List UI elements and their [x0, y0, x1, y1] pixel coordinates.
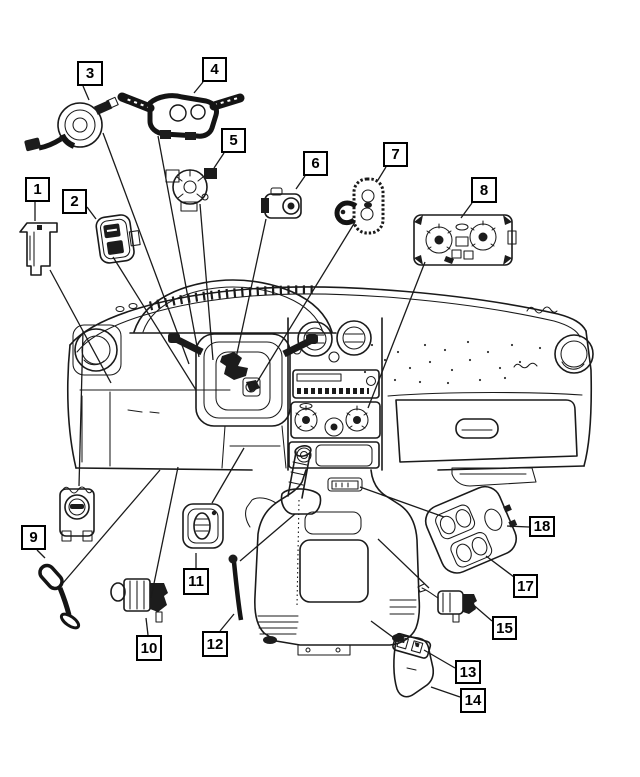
callout-3[interactable]: 3	[77, 61, 103, 86]
leader-line-15	[469, 601, 493, 622]
part-8-hvac-control-art	[413, 214, 517, 266]
leader-line-8	[460, 202, 473, 219]
leader-line-15	[377, 538, 430, 589]
callout-15[interactable]: 15	[492, 616, 517, 640]
leader-lines	[34, 81, 530, 698]
leader-line-14	[430, 686, 461, 698]
part-15-switch-art	[417, 583, 477, 623]
leader-line-2	[112, 256, 197, 391]
leader-line-6	[235, 218, 267, 359]
callout-18[interactable]: 18	[529, 516, 555, 537]
callout-6[interactable]: 6	[303, 151, 328, 176]
leader-line-9	[36, 549, 46, 559]
leader-line-7	[253, 221, 356, 388]
left-vent-art	[72, 324, 122, 376]
center-stack-art	[287, 317, 383, 471]
leader-line-5	[213, 152, 225, 169]
leader-line-10	[150, 466, 179, 599]
leader-line-18	[506, 525, 530, 528]
leader-line-9	[62, 469, 161, 584]
part-9-lever-art	[38, 563, 81, 630]
callout-10[interactable]: 10	[136, 635, 162, 661]
defroster-vent-slots	[148, 285, 319, 311]
part-6-switch-art	[261, 187, 302, 219]
callout-17[interactable]: 17	[513, 574, 538, 598]
part-2-switch-art	[95, 214, 141, 264]
part-7-switch-pod-art	[334, 177, 385, 235]
part-4-multifunction-switch-art	[117, 92, 245, 140]
leader-line-12	[239, 513, 296, 562]
callout-2[interactable]: 2	[62, 189, 87, 214]
leader-line-13	[423, 649, 456, 669]
leader-line-4	[193, 81, 204, 94]
brand-badge-scribble	[526, 306, 558, 314]
console-art	[245, 445, 421, 656]
callout-5[interactable]: 5	[221, 128, 246, 153]
callout-13[interactable]: 13	[455, 660, 481, 684]
part-1-bracket-art	[19, 222, 58, 276]
callout-7[interactable]: 7	[383, 142, 408, 167]
part-5-ignition-module-art	[165, 168, 217, 212]
leader-line	[78, 330, 84, 487]
leader-line-11	[211, 447, 245, 504]
part-17-18-switch-pod-art	[424, 485, 518, 574]
callout-4[interactable]: 4	[202, 57, 227, 82]
ignition-cylinder-art	[59, 486, 95, 542]
leader-line-5	[199, 203, 214, 361]
callout-12[interactable]: 12	[202, 631, 228, 657]
callout-8[interactable]: 8	[471, 177, 497, 203]
part-3-clockspring-art	[24, 96, 119, 152]
leader-line-2	[86, 206, 97, 220]
leader-line-17	[485, 555, 515, 578]
leader-line-1	[49, 269, 112, 384]
passenger-side-art	[363, 306, 594, 487]
leader-line-10	[145, 617, 149, 636]
leader-line-6	[295, 175, 306, 190]
callout-1[interactable]: 1	[25, 177, 50, 202]
stipple-dots	[363, 340, 542, 385]
leader-line-18	[359, 486, 445, 518]
callout-14[interactable]: 14	[460, 688, 486, 713]
part-12-rod-art	[228, 554, 244, 621]
part-11-headlamp-switch-art	[182, 503, 224, 549]
leader-line-13	[370, 620, 395, 639]
leader-line-3	[102, 132, 190, 365]
leader-line-12	[219, 613, 235, 632]
leader-line-8	[367, 261, 426, 409]
dash-scribble	[513, 362, 538, 369]
callout-11[interactable]: 11	[183, 568, 209, 595]
part-10-switch-art	[110, 578, 168, 623]
callout-9[interactable]: 9	[21, 525, 46, 550]
leader-line-7	[377, 166, 387, 181]
leader-line-3	[82, 85, 90, 101]
part-13-14-panel-art	[392, 632, 435, 698]
leader-line-4	[157, 135, 200, 358]
dashboard-art	[66, 279, 594, 487]
